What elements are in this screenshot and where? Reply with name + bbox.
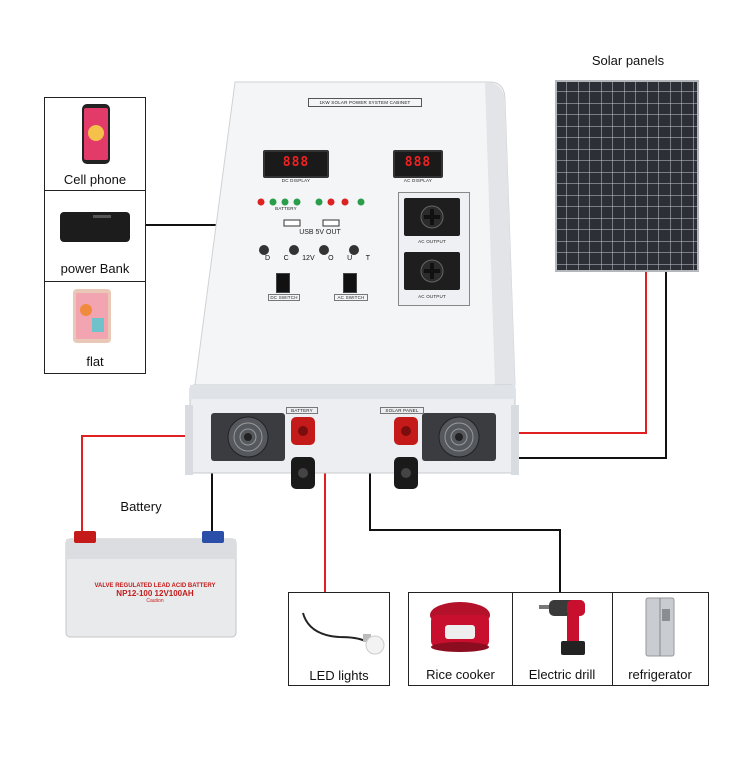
- battery-text-line1: VALVE REGULATED LEAD ACID BATTERY: [94, 583, 216, 589]
- led-indicator: [357, 198, 365, 206]
- dc-out-label: D C 12V O U T: [265, 255, 370, 262]
- led-indicator: [257, 198, 265, 206]
- tablet-icon: [73, 289, 111, 343]
- led-box: LED lights: [288, 592, 390, 686]
- device-label: Cell phone: [63, 172, 127, 187]
- appliance-panel: Rice cooker Electric drill refrigerator: [408, 592, 709, 686]
- outlet-socket-icon: [420, 205, 444, 229]
- battery-level-label: BATTERY: [275, 206, 297, 211]
- cabinet-header-text: 1KW SOLAR POWER SYSTEM CABINET: [319, 100, 411, 105]
- wire-solar-black: [490, 270, 667, 459]
- led-indicator: [269, 198, 277, 206]
- led-label: LED lights: [309, 668, 369, 683]
- ac-output-label-1: AC OUTPUT: [418, 239, 446, 244]
- appliance-label: Rice cooker: [426, 667, 495, 682]
- dc-display-label: DC DISPLAY: [281, 178, 311, 183]
- led-indicator: [341, 198, 349, 206]
- appliance-label: refrigerator: [628, 667, 692, 682]
- led-bulb-icon: [302, 612, 385, 655]
- led-indicator: [315, 198, 323, 206]
- indicator-leds: [257, 198, 365, 206]
- cabinet-header: 1KW SOLAR POWER SYSTEM CABINET: [308, 98, 422, 107]
- dc-display-digits: 888: [282, 155, 310, 170]
- battery-text-line3: Caution: [146, 598, 164, 604]
- dc-socket: [349, 245, 359, 255]
- ac-outlet-2[interactable]: [404, 252, 460, 290]
- ac-switch[interactable]: [343, 273, 357, 293]
- ac-display-digits: 888: [404, 155, 432, 170]
- battery-terminal-label: BATTERY: [286, 407, 318, 414]
- usb-port: [322, 219, 340, 227]
- dc-out-letter: O: [328, 255, 334, 262]
- ac-switch-label: AC SWITCH: [334, 294, 368, 301]
- powerbank-icon: [60, 212, 130, 242]
- device-label: flat: [86, 354, 104, 369]
- dc-switch[interactable]: [276, 273, 290, 293]
- device-cell-phone: Cell phone: [45, 98, 145, 191]
- usb-ports: [283, 219, 340, 227]
- dc-out-letter: U: [347, 255, 353, 262]
- cooling-fan-left-icon: [211, 413, 285, 461]
- solar-panels-title: Solar panels: [591, 53, 665, 68]
- outlet-socket-icon: [420, 259, 444, 283]
- device-cell-tablet: flat: [45, 282, 145, 375]
- led-indicator: [293, 198, 301, 206]
- dc-out-letter: D: [265, 255, 271, 262]
- battery-title: Battery: [120, 499, 162, 514]
- dc-out-letter: C: [283, 255, 289, 262]
- refrigerator-icon: [645, 597, 675, 657]
- battery-terminals: [291, 417, 315, 489]
- ac-output-label-2: AC OUTPUT: [418, 294, 446, 299]
- solar-terminals: [394, 417, 418, 489]
- device-panel-left: Cell phone power Bank flat: [44, 97, 146, 374]
- dc-out-sockets: [259, 245, 359, 255]
- led-indicator: [281, 198, 289, 206]
- battery-icon: [65, 531, 237, 638]
- ac-display: 888: [393, 150, 443, 178]
- dc-socket: [259, 245, 269, 255]
- rice-cooker-icon: [430, 602, 490, 652]
- solar-terminal-label: SOLAR PANEL: [380, 407, 424, 414]
- appliance-label: Electric drill: [528, 667, 596, 682]
- wire-solar-red: [490, 270, 647, 434]
- dc-display: 888: [263, 150, 329, 178]
- appliance-cell-fridge: refrigerator: [612, 593, 708, 685]
- phone-icon: [82, 104, 110, 164]
- solar-panel-icon: [555, 80, 699, 272]
- cooling-fan-right-icon: [422, 413, 496, 461]
- appliance-cell-drill: Electric drill: [512, 593, 613, 685]
- device-cell-powerbank: power Bank: [45, 191, 145, 282]
- ac-outlet-1[interactable]: [404, 198, 460, 236]
- battery-text: VALVE REGULATED LEAD ACID BATTERY NP12-1…: [90, 583, 220, 604]
- appliance-cell-rice-cooker: Rice cooker: [409, 593, 513, 685]
- dc-out-letter: T: [365, 255, 370, 262]
- usb-label: USB 5V OUT: [299, 229, 341, 236]
- device-label: power Bank: [60, 261, 130, 276]
- dc-socket: [289, 245, 299, 255]
- electric-drill-icon: [539, 600, 585, 655]
- dc-switch-label: DC SWITCH: [268, 294, 300, 301]
- usb-port: [283, 219, 301, 227]
- dc-socket: [319, 245, 329, 255]
- battery-text-line2: NP12-100 12V100AH: [116, 589, 194, 598]
- dc-out-letter: 12V: [302, 255, 315, 262]
- led-indicator: [327, 198, 335, 206]
- ac-display-label: AC DISPLAY: [403, 178, 433, 183]
